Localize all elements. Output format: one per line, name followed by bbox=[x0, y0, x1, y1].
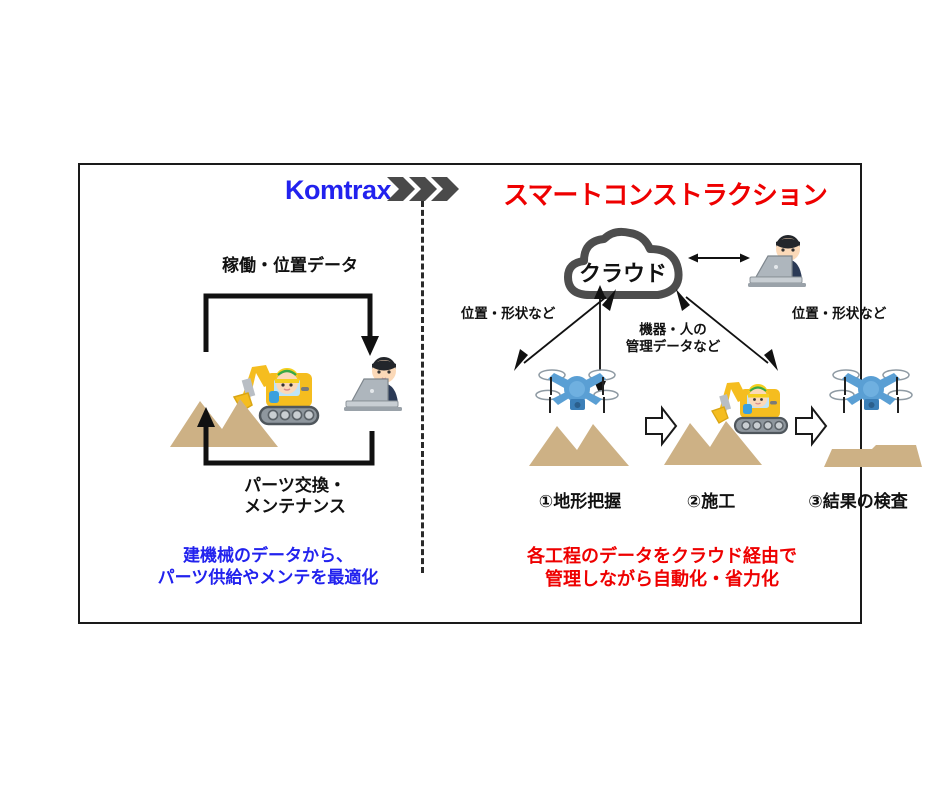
dirt-pile-icon bbox=[527, 420, 631, 468]
operation-location-data-label: 稼働・位置データ bbox=[222, 256, 358, 275]
cloud-label: クラウド bbox=[579, 261, 667, 286]
dirt-pile-icon bbox=[168, 393, 280, 449]
komtrax-title: Komtrax bbox=[284, 175, 392, 205]
left-caption: 建機械のデータから、 パーツ供給やメンテを最適化 bbox=[118, 545, 418, 589]
right-caption-line2: 管理しながら自動化・省力化 bbox=[545, 569, 779, 590]
arrow-drone1-cloud bbox=[510, 285, 620, 375]
step-label-3: ③結果の検査 bbox=[808, 492, 908, 511]
left-caption-line1: 建機械のデータから、 bbox=[183, 546, 353, 565]
equipment-people-data-line2: 管理データなど bbox=[625, 338, 721, 354]
parts-maintenance-label: パーツ交換・ メンテナンス bbox=[190, 475, 400, 518]
left-caption-line2: パーツ供給やメンテを最適化 bbox=[157, 568, 379, 588]
block-arrow-right-icon bbox=[644, 405, 678, 447]
step-label-2: ②施工 bbox=[686, 492, 736, 511]
flow-arrow-bottom bbox=[197, 405, 390, 470]
right-caption: 各工程のデータをクラウド経由で 管理しながら自動化・省力化 bbox=[472, 545, 852, 592]
flow-arrow-top bbox=[200, 290, 390, 360]
smart-construction-title: スマートコンストラクション bbox=[503, 180, 828, 210]
cloud-icon: クラウド bbox=[560, 227, 688, 301]
arrow-cloud-drone3 bbox=[672, 285, 782, 375]
flat-ground-icon bbox=[820, 441, 924, 469]
dirt-pile-icon bbox=[662, 415, 764, 467]
right-caption-line1: 各工程のデータをクラウド経由で bbox=[527, 546, 797, 566]
equipment-people-data-line1: 機器・人の bbox=[639, 322, 707, 337]
position-shape-label-left: 位置・形状など bbox=[460, 306, 556, 321]
drone-icon bbox=[535, 365, 619, 417]
drone-icon bbox=[829, 365, 913, 417]
parts-maintenance-line2: メンテナンス bbox=[244, 497, 346, 517]
parts-maintenance-line1: パーツ交換・ bbox=[244, 476, 346, 495]
vertical-dashed-divider bbox=[421, 201, 424, 573]
arrow-cloud-person bbox=[688, 251, 750, 265]
office-person-icon bbox=[748, 233, 816, 295]
excavator-icon bbox=[222, 353, 332, 433]
block-arrow-right-icon bbox=[794, 405, 828, 447]
equipment-people-data-label: 機器・人の 管理データなど bbox=[608, 322, 738, 356]
triple-chevron-right-icon bbox=[385, 174, 465, 204]
step-label-1: ①地形把握 bbox=[538, 492, 622, 511]
position-shape-label-right: 位置・形状など bbox=[791, 306, 887, 321]
diagram-frame: Komtrax スマートコンストラクション 稼働・位置データ bbox=[78, 163, 922, 624]
excavator-icon bbox=[705, 373, 793, 437]
office-person-icon bbox=[342, 355, 414, 419]
